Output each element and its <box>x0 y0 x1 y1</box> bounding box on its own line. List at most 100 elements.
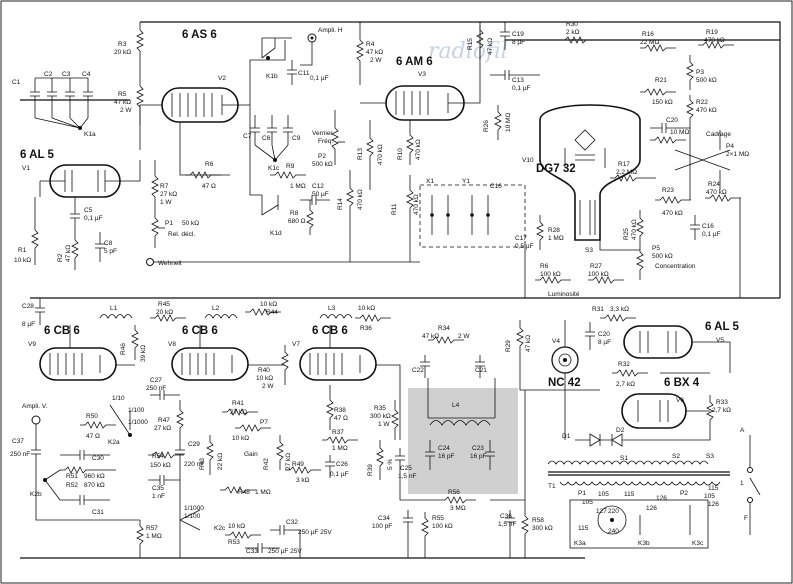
svg-text:47 kΩ: 47 kΩ <box>487 38 494 55</box>
svg-text:0,1 µF: 0,1 µF <box>702 231 721 238</box>
svg-text:R55: R55 <box>432 515 444 522</box>
resistor-r23: R23 470 kΩ <box>655 187 691 217</box>
svg-text:C29: C29 <box>188 441 200 448</box>
svg-text:C31: C31 <box>92 509 104 516</box>
svg-text:105: 105 <box>598 491 609 498</box>
capacitor-c20-top: C20 <box>650 117 690 133</box>
svg-text:R23: R23 <box>662 187 674 194</box>
crt-v10: DG7 32 V10 S3 <box>522 104 641 254</box>
resistor-r31: R31 3,3 kΩ <box>592 306 636 322</box>
svg-text:C16: C16 <box>490 183 502 190</box>
supply-rails <box>20 21 781 559</box>
svg-text:R58: R58 <box>532 517 544 524</box>
svg-text:250 nF: 250 nF <box>10 451 30 458</box>
svg-text:470 kΩ: 470 kΩ <box>631 219 638 240</box>
svg-text:1 MΩ: 1 MΩ <box>548 235 564 242</box>
capacitor-c16-right: C16 0,1 µF <box>690 215 721 240</box>
svg-text:2×1 MΩ: 2×1 MΩ <box>726 151 749 158</box>
svg-text:6 AL 5: 6 AL 5 <box>705 321 739 333</box>
svg-text:R28: R28 <box>548 227 560 234</box>
svg-text:C33: C33 <box>246 548 258 555</box>
svg-text:C16: C16 <box>702 223 714 230</box>
svg-text:P5: P5 <box>652 245 660 252</box>
tube-v5: 6 AL 5 V5 <box>623 321 739 359</box>
capacitor-c35: C35 1 nF <box>148 475 180 500</box>
capacitor-c8: C8 5 pF <box>95 232 117 262</box>
wehnelt-terminal: Wehnelt <box>146 258 420 267</box>
svg-text:Vernier: Vernier <box>312 130 333 137</box>
svg-text:470 kΩ: 470 kΩ <box>357 189 364 210</box>
svg-text:P3: P3 <box>696 69 704 76</box>
svg-text:R13: R13 <box>357 148 364 160</box>
svg-text:1/10: 1/10 <box>112 395 125 402</box>
svg-text:R37: R37 <box>332 429 344 436</box>
svg-text:K1d: K1d <box>270 230 282 237</box>
svg-text:47 Ω: 47 Ω <box>86 433 100 440</box>
svg-text:R49: R49 <box>292 461 304 468</box>
svg-text:K2a: K2a <box>108 439 120 446</box>
svg-text:L1: L1 <box>110 305 118 312</box>
svg-text:10 kΩ: 10 kΩ <box>232 435 249 442</box>
svg-text:C1: C1 <box>12 79 21 86</box>
svg-text:Wehnelt: Wehnelt <box>158 260 182 267</box>
svg-text:R15: R15 <box>467 38 474 50</box>
svg-text:250 nF: 250 nF <box>146 385 166 392</box>
capacitor-c28: C28 8 µF <box>22 298 45 328</box>
tube-v7: 6 CB 6 V7 <box>292 325 377 381</box>
svg-text:6 CB 6: 6 CB 6 <box>44 325 80 337</box>
svg-text:6 BX 4: 6 BX 4 <box>664 377 700 389</box>
svg-text:8 µF: 8 µF <box>512 39 525 46</box>
svg-text:C3: C3 <box>62 71 71 78</box>
svg-text:1 W: 1 W <box>160 199 172 206</box>
svg-text:C30: C30 <box>92 455 104 462</box>
resistor-r15: R15 47 kΩ <box>467 25 494 60</box>
tube-v9: 6 CB 6 V9 <box>28 325 117 381</box>
svg-text:P7: P7 <box>260 419 268 426</box>
svg-text:10 kΩ: 10 kΩ <box>358 305 375 312</box>
svg-text:R32: R32 <box>618 361 630 368</box>
tube-v3: 6 AM 6 V3 <box>360 22 481 121</box>
svg-text:500 kΩ: 500 kΩ <box>652 253 673 260</box>
svg-text:2 W: 2 W <box>458 333 470 340</box>
svg-text:3 MΩ: 3 MΩ <box>450 505 466 512</box>
svg-text:R19: R19 <box>706 29 718 36</box>
inductor-l4: L4 <box>428 402 495 426</box>
svg-text:2,7 kΩ: 2,7 kΩ <box>712 407 731 414</box>
svg-text:Ampli. H: Ampli. H <box>318 27 343 34</box>
ampli-v-input: Ampli. V. <box>22 403 48 440</box>
svg-text:P4: P4 <box>726 143 734 150</box>
svg-text:P2: P2 <box>680 490 688 497</box>
resistor-r54: R54 150 kΩ <box>148 451 184 469</box>
capacitor-bank-c1-c4: C1 C2 C3 C4 K1a <box>12 71 96 138</box>
svg-text:V10: V10 <box>522 157 534 164</box>
svg-text:1: 1 <box>740 480 744 487</box>
capacitor-c27: C27 250 nF <box>146 377 180 400</box>
svg-text:Cadrage: Cadrage <box>706 131 731 138</box>
capacitor-c11: C11 0,1 µF <box>287 60 329 85</box>
svg-text:100 kΩ: 100 kΩ <box>540 271 561 278</box>
capacitor-c37: C37 250 nF <box>10 438 41 465</box>
resistor-r47: R47 27 kΩ <box>154 400 184 440</box>
svg-text:D2: D2 <box>616 427 625 434</box>
tube-v1: 6 AL 5 V1 <box>20 149 140 198</box>
svg-text:R47: R47 <box>158 417 170 424</box>
svg-text:47 kΩ: 47 kΩ <box>366 49 383 56</box>
svg-text:R57: R57 <box>146 525 158 532</box>
svg-text:3 kΩ: 3 kΩ <box>296 477 310 484</box>
resistor-r57: R57 1 MΩ <box>136 520 162 550</box>
svg-text:127: 127 <box>596 508 607 515</box>
svg-text:R16: R16 <box>642 31 654 38</box>
transformer-t1: T1 S1 S2 S3 P1 P2 105 115 126 105 115 12… <box>547 453 730 508</box>
switch-k2a: 1/10 1/100 1/1000 K2a <box>108 395 148 446</box>
svg-text:100 pF: 100 pF <box>372 523 392 530</box>
svg-text:0,1 µF: 0,1 µF <box>310 75 329 82</box>
resistor-r27: R27 100 kΩ <box>588 263 624 284</box>
svg-text:S1: S1 <box>620 455 628 462</box>
svg-text:C8: C8 <box>104 240 113 247</box>
svg-text:L2: L2 <box>212 305 220 312</box>
svg-text:A: A <box>740 427 745 434</box>
resistor-r24: R24 470 kΩ <box>705 181 741 202</box>
svg-text:250 µF 25V: 250 µF 25V <box>268 548 302 555</box>
svg-text:2 W: 2 W <box>120 107 132 114</box>
svg-text:6 AL 5: 6 AL 5 <box>20 149 54 161</box>
